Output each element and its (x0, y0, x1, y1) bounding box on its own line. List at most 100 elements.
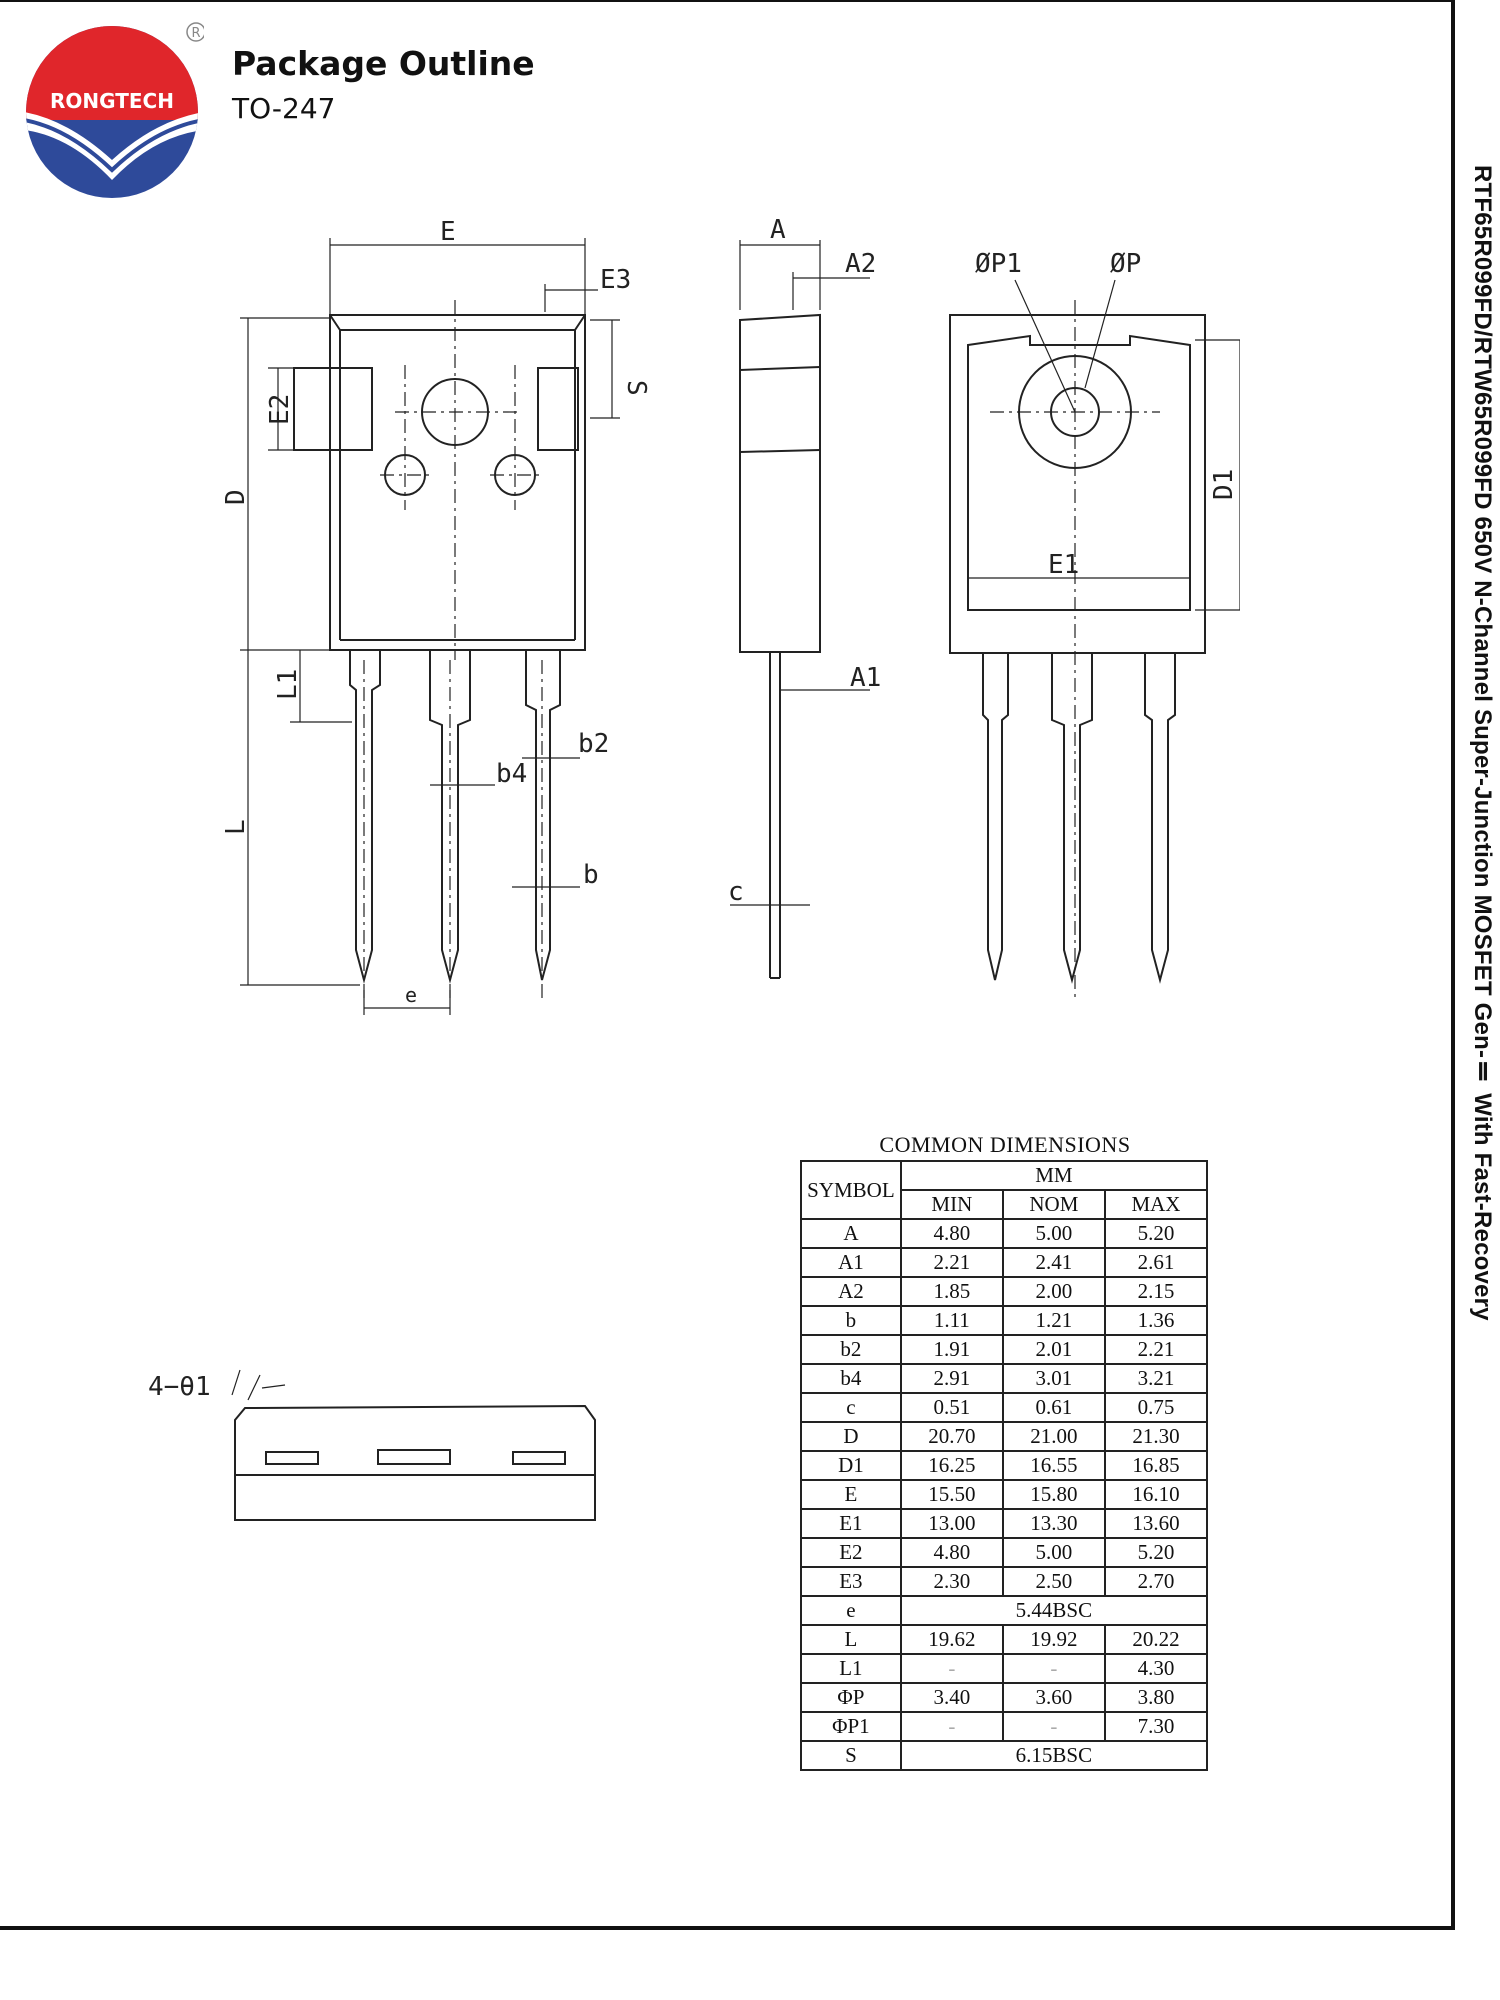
nom-value-cell: 2.41 (1001, 1247, 1106, 1278)
symbol-cell: b4 (800, 1363, 902, 1394)
dim-label-E: E (440, 217, 456, 247)
symbol-cell: b (800, 1305, 902, 1336)
dim-label-c: c (728, 877, 744, 907)
symbol-cell: D1 (800, 1450, 902, 1481)
registered-mark: R (191, 26, 200, 41)
rongtech-logo: RONGTECH R (26, 22, 204, 198)
max-value-cell: 5.20 (1103, 1218, 1209, 1249)
min-value-cell: 2.30 (899, 1566, 1004, 1597)
dim-label-A2: A2 (845, 249, 876, 279)
min-value-cell: 1.11 (899, 1305, 1004, 1336)
symbol-cell: c (800, 1392, 902, 1423)
dim-label-b: b (583, 860, 599, 890)
column-header-min: MIN (899, 1189, 1004, 1220)
nom-value-cell: 5.00 (1001, 1537, 1106, 1568)
nom-value-cell: 15.80 (1001, 1479, 1106, 1510)
dim-label-theta: 4−θ1 (148, 1372, 211, 1402)
max-value-cell: 5.20 (1103, 1537, 1209, 1568)
min-value-cell: 4.80 (899, 1537, 1004, 1568)
max-value-cell: 2.15 (1103, 1276, 1209, 1307)
nom-value-cell: 3.60 (1001, 1682, 1106, 1713)
max-value-cell: 2.70 (1103, 1566, 1209, 1597)
min-value-cell: 15.50 (899, 1479, 1004, 1510)
symbol-cell: E1 (800, 1508, 902, 1539)
nom-value-cell: 3.01 (1001, 1363, 1106, 1394)
min-value-cell: 13.00 (899, 1508, 1004, 1539)
nom-value-cell: 2.50 (1001, 1566, 1106, 1597)
logo-text: RONGTECH (50, 89, 174, 113)
table-row: L1--4.30 (800, 1653, 1209, 1684)
nom-value-cell: 0.61 (1001, 1392, 1106, 1423)
symbol-cell: ΦP1 (800, 1711, 902, 1742)
nom-value-cell: 16.55 (1001, 1450, 1106, 1481)
dim-label-L1: L1 (273, 669, 303, 700)
symbol-cell: E (800, 1479, 902, 1510)
symbol-cell: E2 (800, 1537, 902, 1568)
dim-label-E2: E2 (265, 394, 295, 425)
min-value-cell: 1.91 (899, 1334, 1004, 1365)
symbol-cell: L (800, 1624, 902, 1655)
max-value-cell: 3.80 (1103, 1682, 1209, 1713)
min-value-cell: 19.62 (899, 1624, 1004, 1655)
max-value-cell: 1.36 (1103, 1305, 1209, 1336)
nom-value-cell: - (1001, 1711, 1106, 1742)
symbol-cell: ΦP (800, 1682, 902, 1713)
symbol-cell: A2 (800, 1276, 902, 1307)
nom-value-cell: 21.00 (1001, 1421, 1106, 1452)
package-drawing: E E3 S E2 D L1 L b2 b4 b e A A2 A1 c ØP1… (148, 215, 1240, 1521)
min-value-cell: 2.91 (899, 1363, 1004, 1394)
bsc-value-cell: 6.15BSC (899, 1740, 1209, 1771)
max-value-cell: 16.10 (1103, 1479, 1209, 1510)
min-value-cell: 4.80 (899, 1218, 1004, 1249)
symbol-cell: D (800, 1421, 902, 1452)
max-value-cell: 0.75 (1103, 1392, 1209, 1423)
dim-label-P1: ØP1 (975, 249, 1022, 279)
max-value-cell: 21.30 (1103, 1421, 1209, 1452)
part-description: RTF65R099FD/RTW65R099FD 650V N-Channel S… (1469, 165, 1496, 1321)
min-value-cell: 0.51 (899, 1392, 1004, 1423)
dimensions-title: COMMON DIMENSIONS (879, 1132, 1131, 1157)
min-value-cell: 2.21 (899, 1247, 1004, 1278)
symbol-cell: S (800, 1740, 902, 1771)
max-value-cell: 2.21 (1103, 1334, 1209, 1365)
max-value-cell: 20.22 (1103, 1624, 1209, 1655)
min-value-cell: 16.25 (899, 1450, 1004, 1481)
symbol-header: SYMBOL (800, 1160, 902, 1220)
dim-label-A1: A1 (850, 663, 881, 693)
symbol-cell: b2 (800, 1334, 902, 1365)
min-value-cell: - (899, 1653, 1004, 1684)
page-title: Package Outline (232, 44, 535, 83)
nom-value-cell: 13.30 (1001, 1508, 1106, 1539)
max-value-cell: 16.85 (1103, 1450, 1209, 1481)
unit-header: MM (899, 1160, 1209, 1191)
package-name: TO-247 (232, 92, 336, 125)
dim-label-A: A (770, 215, 786, 245)
symbol-cell: e (800, 1595, 902, 1626)
min-value-cell: 1.85 (899, 1276, 1004, 1307)
dim-label-D1: D1 (1209, 469, 1239, 500)
dim-label-e: e (405, 983, 417, 1007)
nom-value-cell: 2.01 (1001, 1334, 1106, 1365)
max-value-cell: 3.21 (1103, 1363, 1209, 1394)
nom-value-cell: - (1001, 1653, 1106, 1684)
symbol-cell: A1 (800, 1247, 902, 1278)
max-value-cell: 2.61 (1103, 1247, 1209, 1278)
nom-value-cell: 1.21 (1001, 1305, 1106, 1336)
dim-label-P: ØP (1110, 249, 1141, 279)
max-value-cell: 13.60 (1103, 1508, 1209, 1539)
nom-value-cell: 2.00 (1001, 1276, 1106, 1307)
dim-label-b2: b2 (578, 729, 609, 759)
